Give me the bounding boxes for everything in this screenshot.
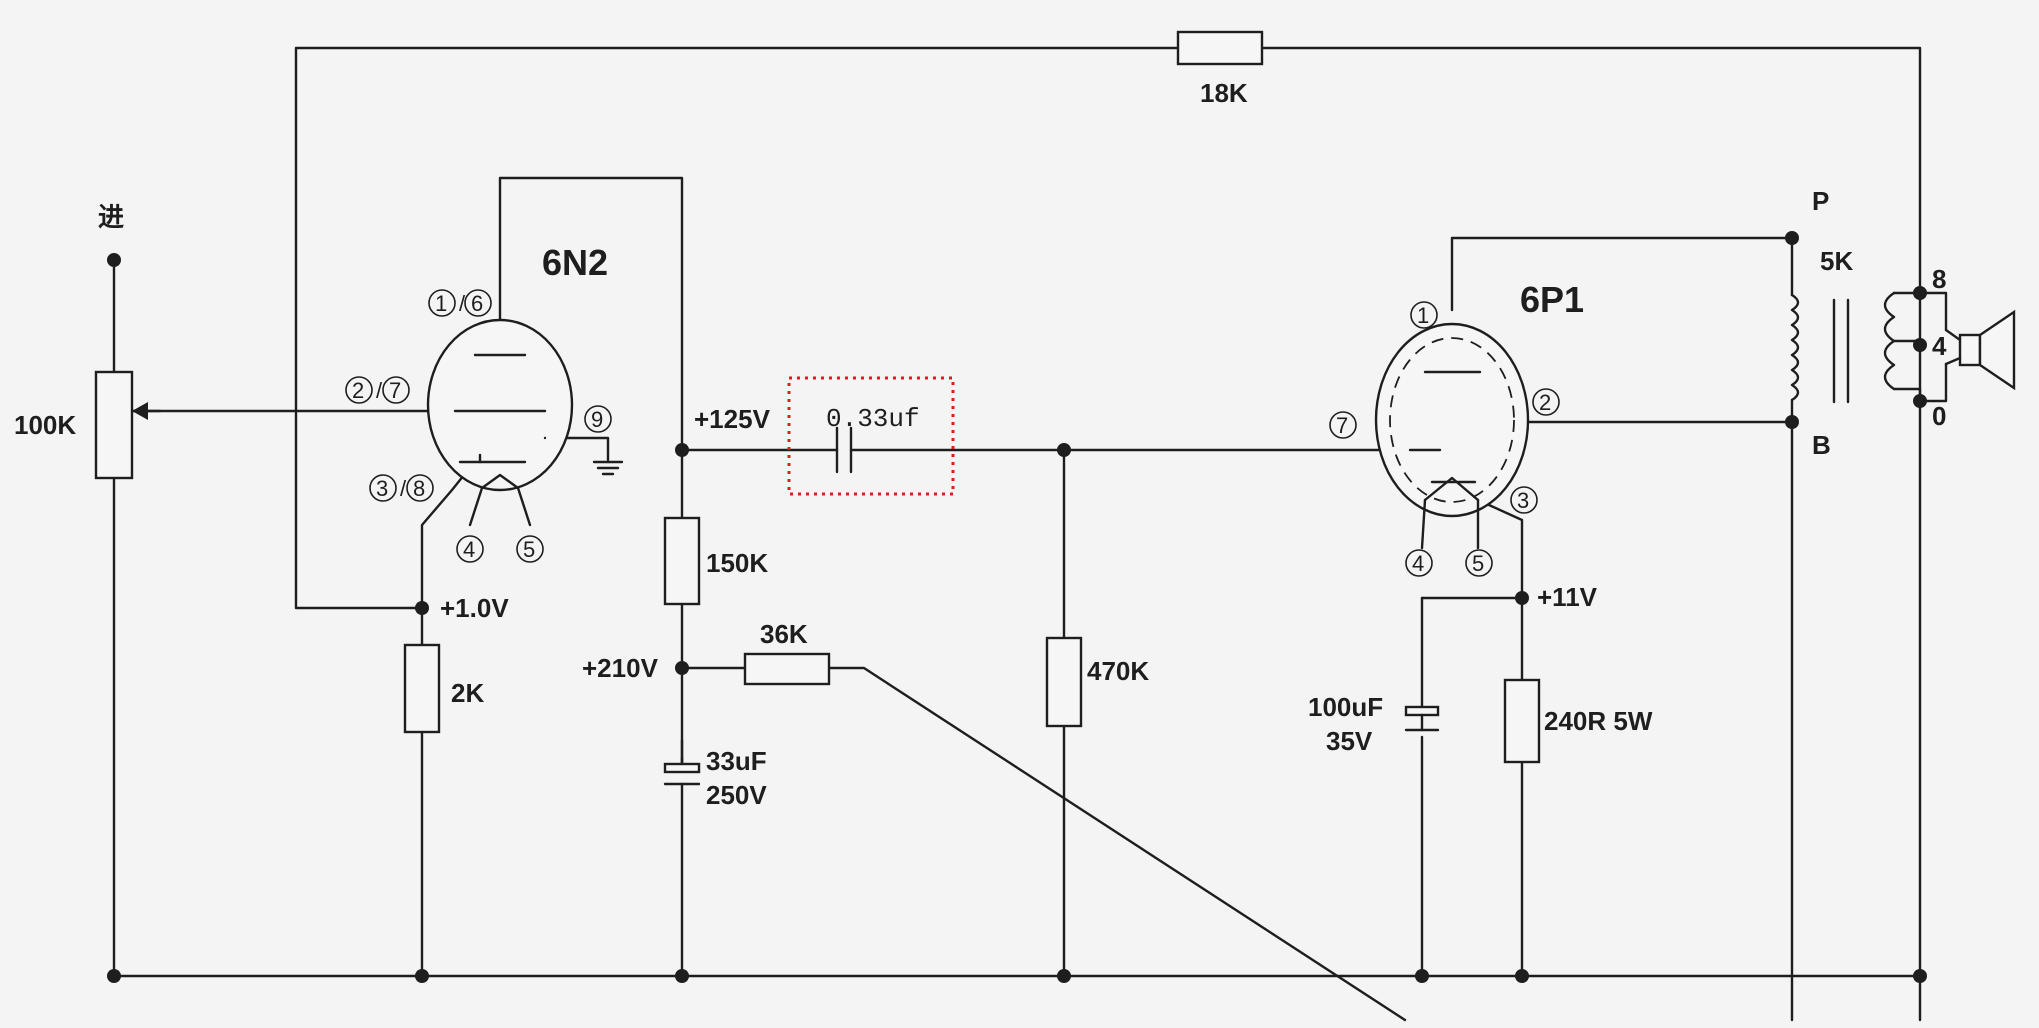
- power-tube-name: 6P1: [1520, 279, 1584, 320]
- transformer-p-label: P: [1812, 186, 1829, 216]
- filter-capacitor: 33uF 250V: [663, 738, 767, 978]
- transformer-impedance-label: 5K: [1820, 246, 1853, 276]
- power-cathode-resistor-label: 240R 5W: [1544, 706, 1653, 736]
- svg-text:/: /: [400, 476, 407, 501]
- power-tube-6p1: 6P1 1 2 7 3 4 5: [1329, 279, 1584, 577]
- filter-capacitor-label: 33uF: [706, 746, 767, 776]
- preamp-cathode-resistor-label: 2K: [451, 678, 484, 708]
- pin-label: 3: [1517, 488, 1529, 513]
- plate-voltage: +125V: [694, 404, 771, 434]
- feedback-resistor: 18K: [1176, 30, 1264, 108]
- pin-label: 3: [376, 476, 388, 501]
- speaker-icon: [1944, 309, 2016, 391]
- preamp-tube-name: 6N2: [542, 242, 608, 283]
- power-cathode-voltage: +11V: [1537, 582, 1598, 612]
- svg-text:/: /: [459, 291, 466, 316]
- input-label: 进: [98, 202, 124, 232]
- power-cathode-resistor: 240R 5W: [1503, 678, 1653, 764]
- preamp-cathode-resistor: 2K: [403, 643, 484, 734]
- volume-potentiometer: 100K: [14, 370, 162, 480]
- pin-label: 1: [1417, 303, 1429, 328]
- coupling-capacitor-label: 0.33uf: [826, 404, 920, 434]
- coupling-capacitor: 0.33uf: [787, 376, 955, 496]
- pin-label: 7: [389, 378, 401, 403]
- pin-label: 4: [463, 537, 475, 562]
- decoupling-resistor-label: 36K: [760, 619, 808, 649]
- tap-0-label: 0: [1932, 401, 1946, 431]
- pin-label: 1: [435, 291, 447, 316]
- pin-label: 9: [591, 407, 603, 432]
- tap-8-label: 8: [1932, 264, 1946, 294]
- plate-resistor: 150K: [663, 516, 768, 606]
- transformer-b-label: B: [1812, 430, 1831, 460]
- pin-label: 5: [523, 537, 535, 562]
- svg-text:/: /: [376, 378, 383, 403]
- highlight-box: [787, 376, 955, 496]
- potentiometer-label: 100K: [14, 410, 76, 440]
- grid-leak-resistor-label: 470K: [1087, 656, 1149, 686]
- bypass-capacitor: 100uF 35V: [1308, 692, 1440, 756]
- pin-label: 8: [413, 476, 425, 501]
- output-transformer: P B 5K 8 4 0: [1790, 186, 1948, 460]
- bypass-capacitor-voltage: 35V: [1326, 726, 1373, 756]
- tap-4-label: 4: [1932, 331, 1947, 361]
- pin-label: 2: [1539, 390, 1551, 415]
- feedback-resistor-label: 18K: [1200, 78, 1248, 108]
- pin-label: 7: [1336, 413, 1348, 438]
- preamp-tube-6n2: 6N2 1 / 6 2 / 7 3 / 8 4 5 9: [345, 242, 612, 563]
- junction-nodes: [107, 231, 1927, 983]
- plate-resistor-label: 150K: [706, 548, 768, 578]
- supply-voltage: +210V: [582, 653, 659, 683]
- pin-label: 4: [1412, 551, 1424, 576]
- wires: [112, 46, 1922, 1022]
- decoupling-resistor: 36K: [743, 619, 831, 686]
- filter-capacitor-voltage: 250V: [706, 780, 767, 810]
- preamp-cathode-voltage: +1.0V: [440, 593, 509, 623]
- pin-label: 2: [352, 378, 364, 403]
- pin-label: 5: [1472, 551, 1484, 576]
- grid-leak-resistor: 470K: [1045, 636, 1149, 728]
- pin-label: 6: [471, 291, 483, 316]
- bypass-capacitor-label: 100uF: [1308, 692, 1383, 722]
